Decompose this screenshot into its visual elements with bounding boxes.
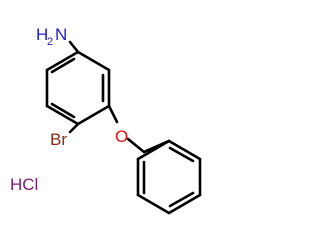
bond	[76, 104, 111, 126]
amine-label-h: H	[36, 25, 48, 44]
bromo-bond	[68, 122, 80, 134]
oxygen-label: O	[115, 127, 128, 146]
double-bond	[168, 146, 195, 163]
molecule-structure: H 2 N Br O HCl	[10, 25, 202, 215]
ether-bond	[107, 104, 119, 124]
bromine-label: Br	[50, 130, 67, 149]
double-bond	[50, 102, 76, 119]
benzyl-ring	[136, 139, 202, 215]
amine-label-n: N	[55, 25, 67, 44]
bond	[45, 104, 80, 126]
double-bond	[168, 191, 195, 208]
bond	[136, 139, 171, 161]
structure-canvas: H 2 N Br O HCl	[10, 25, 202, 215]
bond	[136, 193, 171, 215]
bond	[167, 193, 202, 215]
amine-bond	[68, 40, 80, 54]
bond	[76, 50, 111, 72]
bond	[45, 50, 80, 72]
aniline-ring	[45, 50, 111, 126]
bond	[167, 139, 202, 161]
amine-label-subscript: 2	[47, 36, 53, 48]
double-bond	[50, 57, 76, 74]
ether-bond	[126, 137, 146, 154]
hydrochloride-label: HCl	[10, 175, 38, 194]
